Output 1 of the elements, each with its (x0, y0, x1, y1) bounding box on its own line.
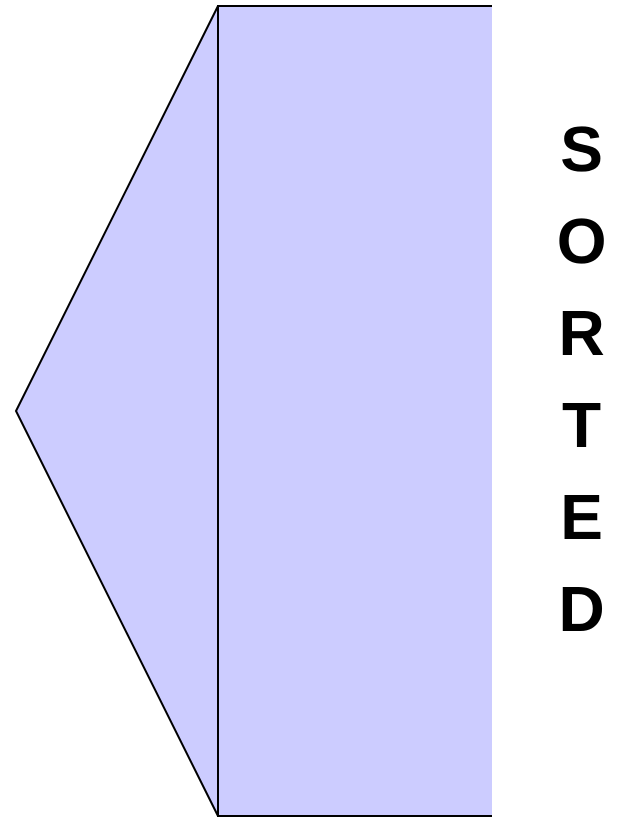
vertical-label: SORTED (556, 112, 608, 647)
